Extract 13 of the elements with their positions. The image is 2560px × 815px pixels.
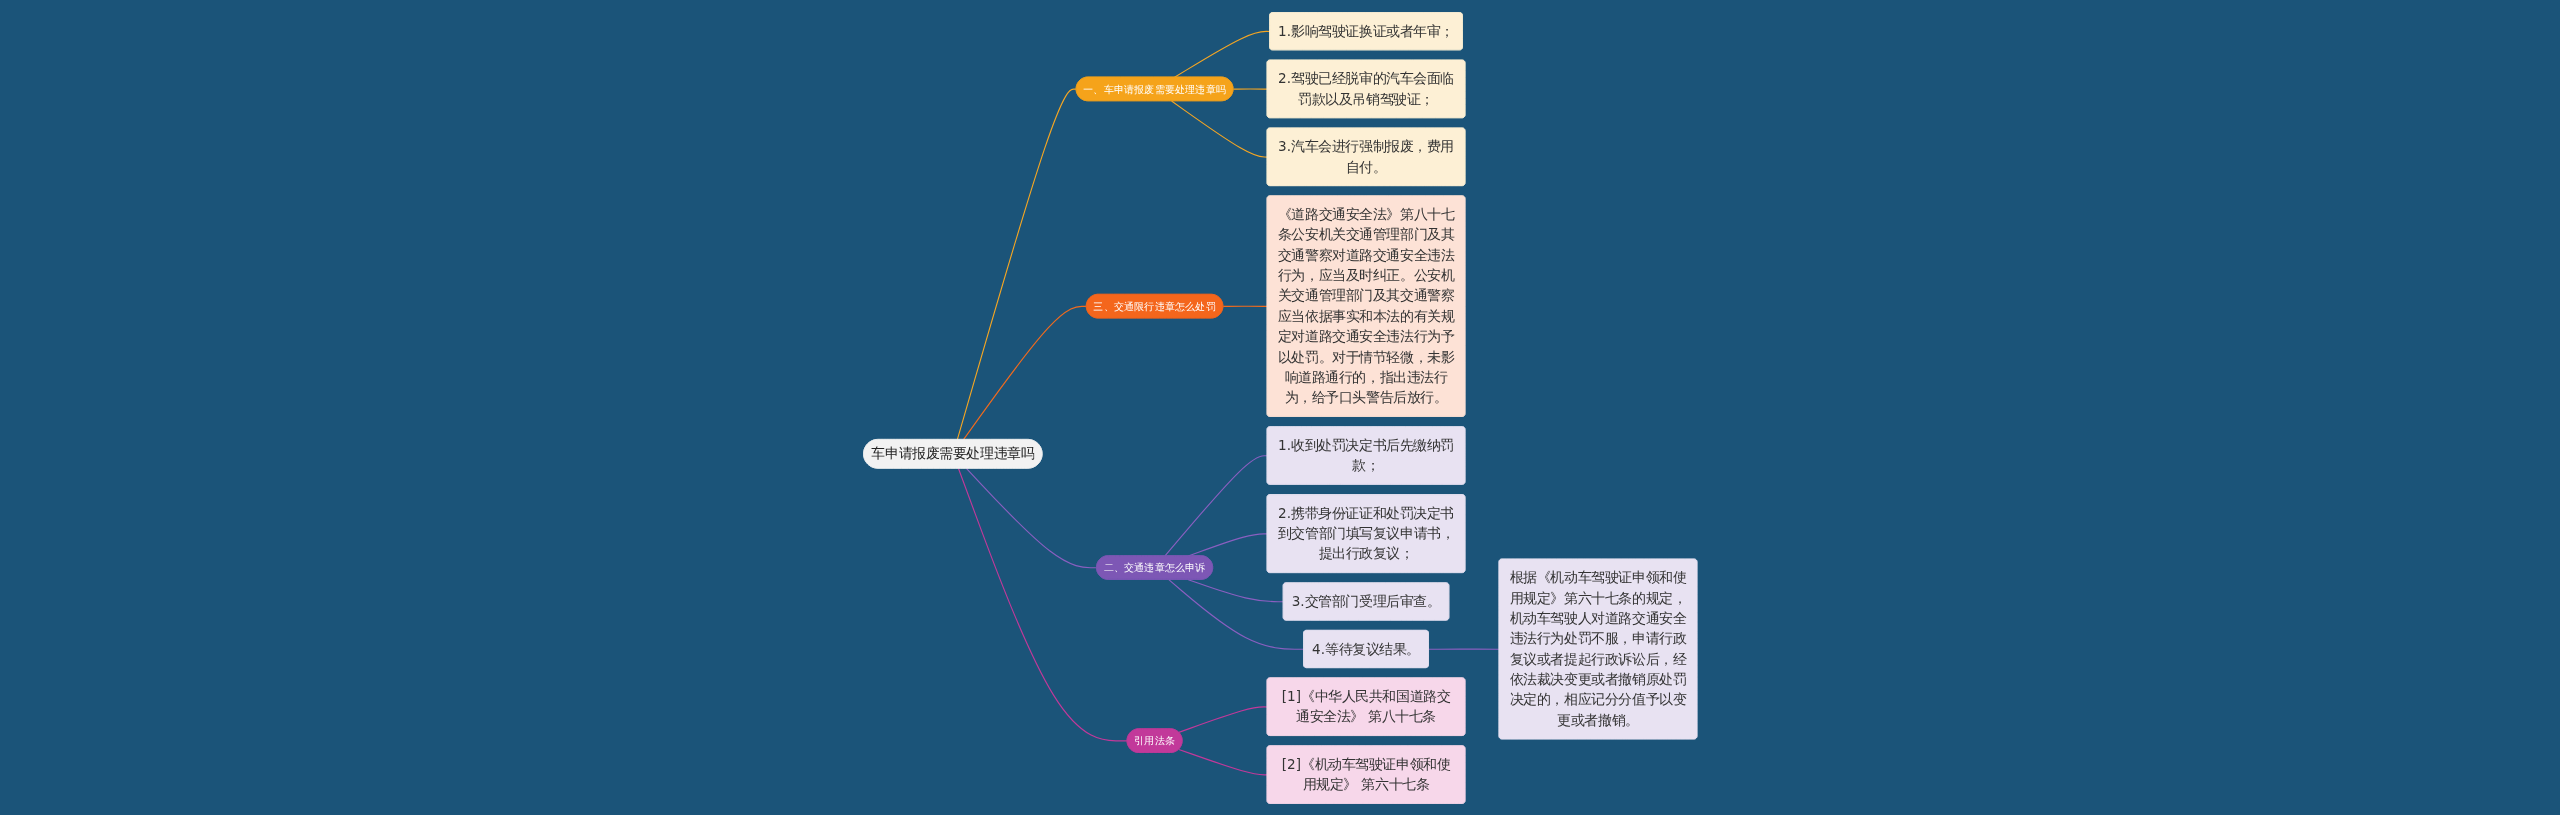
connector (1232, 87, 1268, 90)
connector (1167, 578, 1305, 650)
connector (957, 467, 1128, 741)
connector (1187, 578, 1284, 602)
connector (1222, 305, 1268, 307)
connector (1164, 454, 1268, 556)
connector (965, 467, 1098, 568)
connector (1170, 100, 1268, 158)
connector (1178, 705, 1268, 733)
connector (962, 305, 1087, 440)
connector (1178, 748, 1268, 775)
connector (1427, 648, 1500, 650)
connector (956, 88, 1077, 440)
